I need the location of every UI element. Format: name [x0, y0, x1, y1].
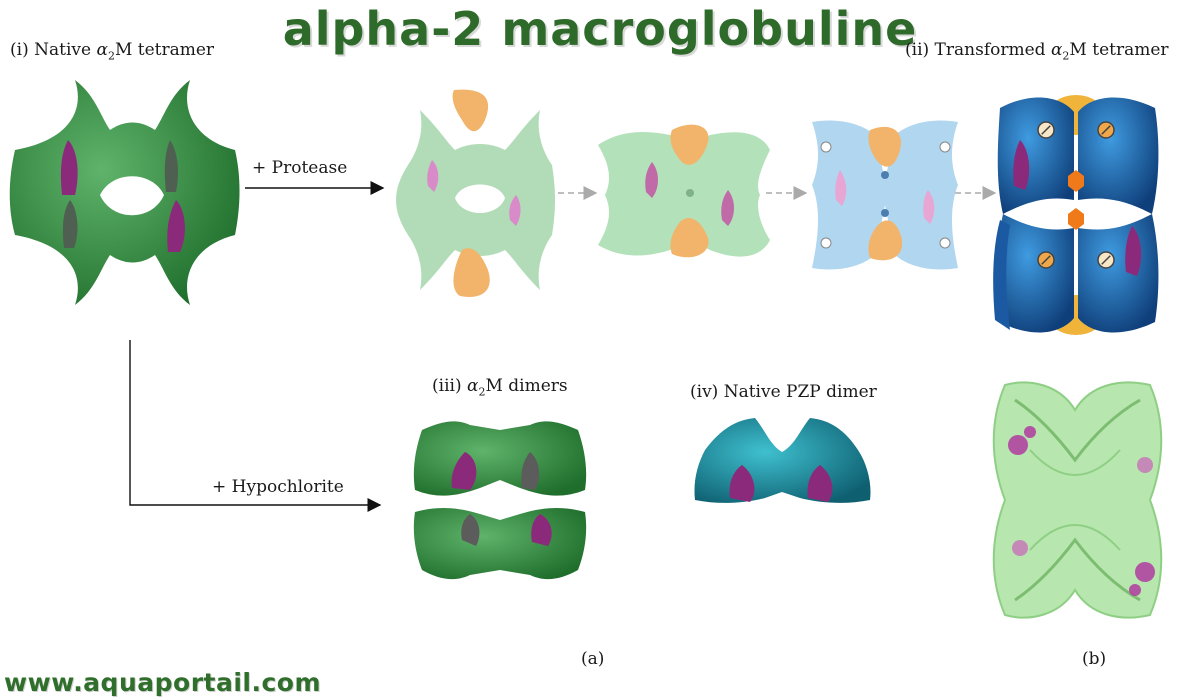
label-suffix: M dimers [485, 376, 568, 396]
protease-bound-intermediate-3 [812, 120, 958, 270]
dimers-label: (iii) α2M dimers [432, 376, 568, 398]
protease-bound-intermediate-2 [598, 124, 770, 258]
native-tetramer-label: (i) Native α2M tetramer [10, 40, 214, 62]
pzp-dimer-shape [694, 418, 871, 503]
hypochlorite-label: + Hypochlorite [212, 477, 344, 497]
alpha-symbol: α [466, 376, 479, 396]
subscript: 2 [478, 385, 486, 399]
transformed-tetramer-label: (ii) Transformed α2M tetramer [905, 40, 1169, 62]
molecular-structure-render [992, 381, 1163, 619]
protease-bound-intermediate-1 [396, 89, 555, 297]
label-prefix: (i) Native [10, 40, 97, 60]
site-url-watermark: www.aquaportail.com [4, 668, 322, 697]
subscript: 2 [107, 49, 115, 63]
alpha-symbol: α [96, 40, 108, 60]
label-prefix: (iii) [432, 376, 467, 396]
page-title: alpha-2 macroglobuline [282, 2, 918, 56]
label-suffix: M tetramer [114, 40, 215, 60]
panel-b-label: (b) [1082, 649, 1107, 669]
transformed-tetramer-shape [993, 95, 1159, 335]
hypochlorite-arrow [129, 340, 382, 512]
alpha2m-dimer-top [413, 421, 587, 496]
alpha2m-dimer-bottom [413, 507, 587, 580]
label-prefix: (ii) Transformed [905, 40, 1051, 60]
alpha-symbol: α [1050, 40, 1063, 60]
protease-label: + Protease [252, 158, 348, 178]
label-suffix: M tetramer [1069, 40, 1169, 60]
native-tetramer-shape [9, 80, 240, 305]
pzp-dimer-label: (iv) Native PZP dimer [690, 382, 877, 402]
subscript: 2 [1062, 49, 1070, 63]
panel-a-label: (a) [581, 649, 605, 669]
